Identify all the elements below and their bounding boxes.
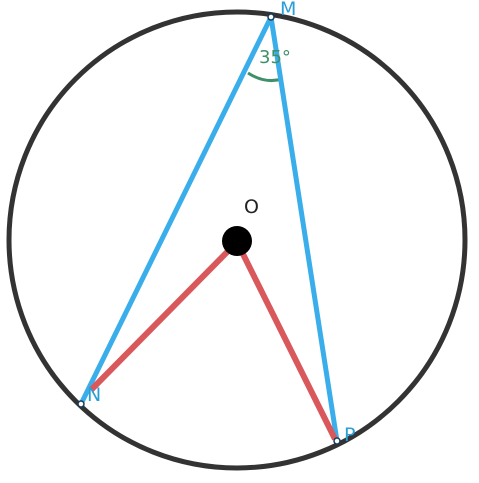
circle [6,9,468,471]
angle-m-arc [247,71,283,82]
radius-op [234,240,338,441]
radius-on [88,239,240,393]
label-o: O [244,196,259,218]
point-m [267,13,275,21]
point-n [77,400,85,408]
label-m: M [280,0,296,20]
center-point-o [222,226,252,256]
label-p: P [344,424,355,446]
label-n: N [87,384,101,406]
label-angle-m: 35° [259,47,291,68]
point-p [333,437,341,445]
chord-mn [78,14,274,407]
chord-mp [268,14,340,444]
